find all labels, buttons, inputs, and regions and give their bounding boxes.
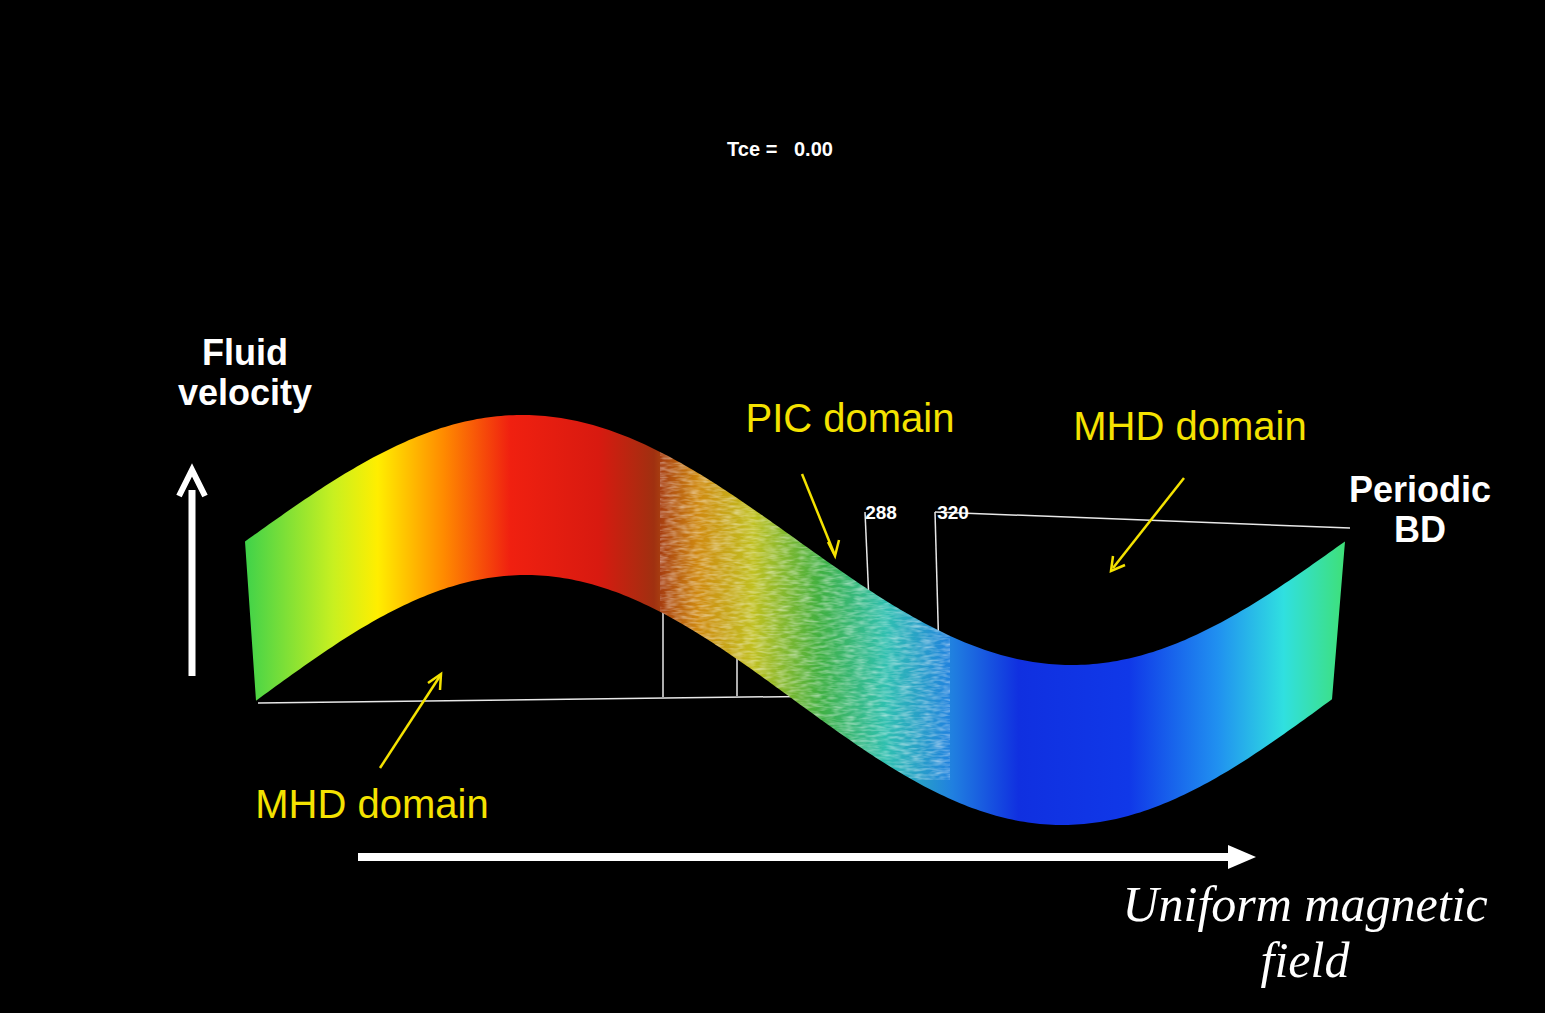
grid-number: 288 xyxy=(855,502,907,523)
leader-lines xyxy=(380,474,1184,768)
arrow-head xyxy=(1228,845,1256,869)
velocity-arrow xyxy=(189,490,196,676)
boundary-label: Periodic BD xyxy=(1330,470,1510,551)
domain-label: PIC domain xyxy=(715,396,985,441)
axis-label: Uniform magnetic field xyxy=(1095,876,1515,988)
field-arrow xyxy=(358,853,1232,861)
time-readout: Tce = 0.00 xyxy=(660,138,900,160)
domain-label: MHD domain xyxy=(212,782,532,827)
grid-number: 320 xyxy=(927,502,979,523)
arrow-head xyxy=(179,470,205,496)
axis-label: Fluid velocity xyxy=(155,333,335,414)
domain-label: MHD domain xyxy=(1040,404,1340,449)
